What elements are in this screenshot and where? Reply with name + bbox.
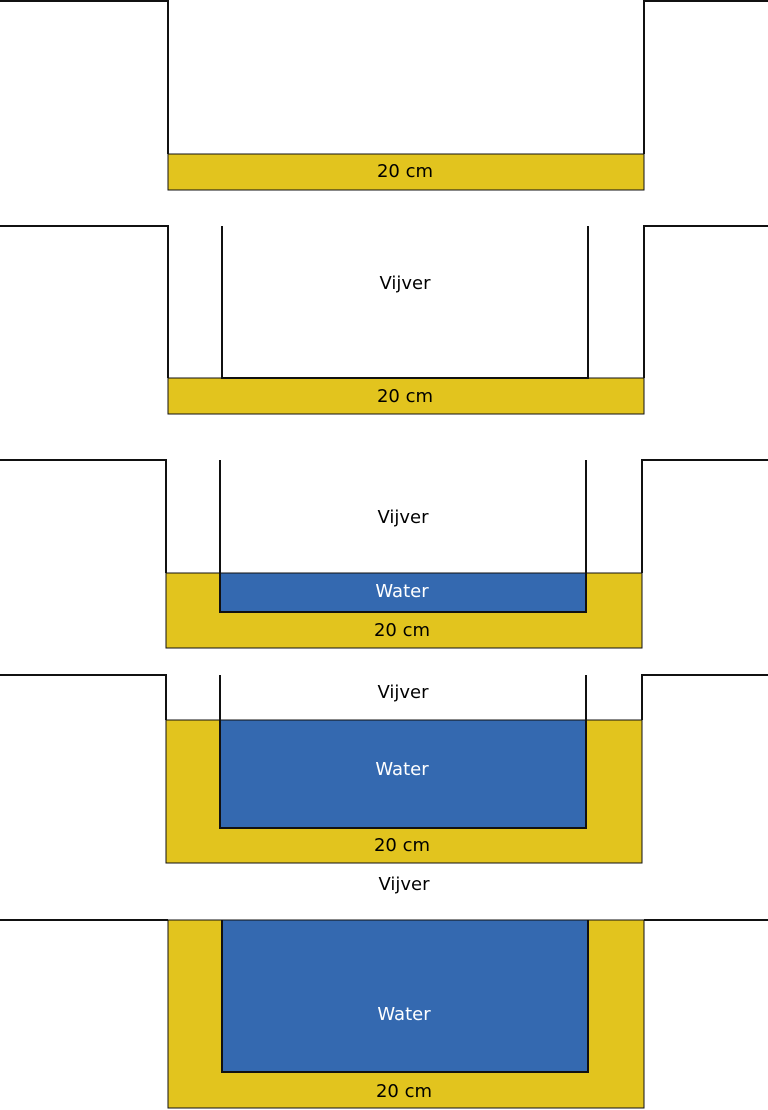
pond-liner [219, 675, 587, 829]
water-label: Water [375, 581, 429, 602]
pond-label: Vijver [378, 874, 430, 895]
pit-outline [0, 225, 768, 378]
pond-label: Vijver [379, 273, 431, 294]
thickness-label: 20 cm [377, 161, 433, 182]
sand-bed [167, 153, 645, 191]
water-fill [221, 919, 589, 1073]
thickness-label: 20 cm [374, 620, 430, 641]
water-fill [219, 719, 587, 829]
step-1: 20 cm [0, 0, 768, 191]
step-4: Vijver Water 20 cm [0, 674, 768, 864]
pit-outline [0, 674, 768, 720]
thickness-label: 20 cm [374, 835, 430, 856]
water-label: Water [375, 759, 429, 780]
thickness-label: 20 cm [376, 1081, 432, 1102]
water-label: Water [377, 1004, 431, 1025]
pond-label: Vijver [377, 507, 429, 528]
step-2: Vijver 20 cm [0, 225, 768, 415]
pond-label: Vijver [377, 682, 429, 703]
step-3: Vijver Water 20 cm [0, 459, 768, 649]
step-5: Vijver Water 20 cm [0, 874, 768, 1109]
pond-liner [221, 226, 589, 379]
pit-outline [0, 0, 768, 154]
pond-liner [221, 920, 589, 1073]
water-fill [219, 572, 587, 613]
pond-liner [219, 460, 587, 613]
thickness-label: 20 cm [377, 386, 433, 407]
sand-bed [167, 377, 645, 415]
pit-outline [0, 459, 768, 573]
